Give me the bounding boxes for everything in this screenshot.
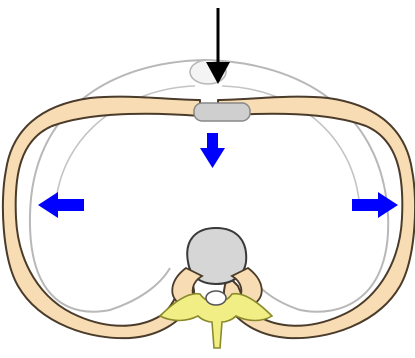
sternum [194, 103, 250, 121]
arrow-down-icon [200, 133, 225, 168]
arrow-left-icon [38, 192, 84, 218]
